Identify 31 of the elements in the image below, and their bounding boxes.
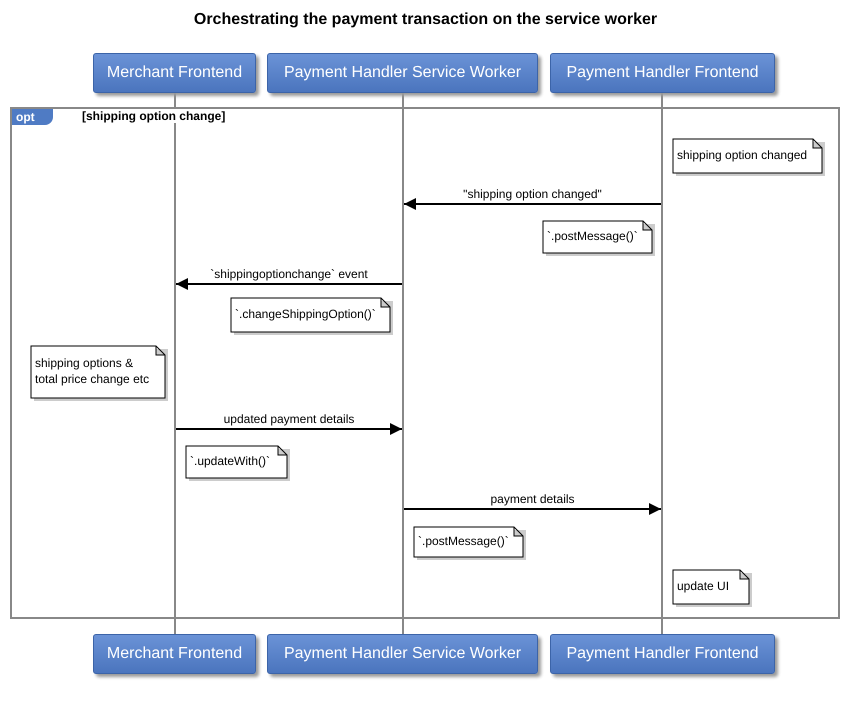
note bbox=[31, 346, 165, 398]
fragment-operator: opt bbox=[12, 109, 53, 125]
note bbox=[414, 527, 523, 557]
note bbox=[186, 446, 287, 478]
note-text: `.updateWith()` bbox=[190, 454, 270, 470]
participant-box: Merchant Frontend bbox=[93, 634, 256, 674]
note bbox=[543, 221, 652, 253]
guard-condition: [shipping option change] bbox=[82, 109, 226, 123]
note-text: update UI bbox=[677, 579, 730, 595]
participant-box: Payment Handler Service Worker bbox=[267, 634, 538, 674]
message-arrow bbox=[176, 423, 402, 435]
note bbox=[231, 298, 390, 332]
edge-label: payment details bbox=[488, 492, 577, 506]
note-text: `.postMessage()` bbox=[547, 229, 638, 245]
message-arrow bbox=[404, 503, 661, 515]
edge-label: updated payment details bbox=[222, 412, 356, 426]
message-arrow bbox=[404, 198, 661, 210]
note-text: `.changeShippingOption()` bbox=[235, 307, 376, 323]
participant-box: Merchant Frontend bbox=[93, 53, 256, 93]
note bbox=[673, 570, 749, 604]
note-text: shipping options & total price change etc bbox=[35, 356, 150, 388]
participant-box: Payment Handler Frontend bbox=[550, 634, 775, 674]
note-text: shipping option changed bbox=[677, 148, 808, 164]
edge-label: `shippingoptionchange` event bbox=[208, 267, 370, 281]
message-arrow bbox=[176, 278, 402, 290]
note-text: `.postMessage()` bbox=[418, 534, 509, 550]
participant-box: Payment Handler Service Worker bbox=[267, 53, 538, 93]
participant-box: Payment Handler Frontend bbox=[550, 53, 775, 93]
diagram-title: Orchestrating the payment transaction on the service worker bbox=[192, 11, 658, 29]
edge-label: "shipping option changed" bbox=[461, 187, 604, 201]
note bbox=[673, 139, 822, 173]
